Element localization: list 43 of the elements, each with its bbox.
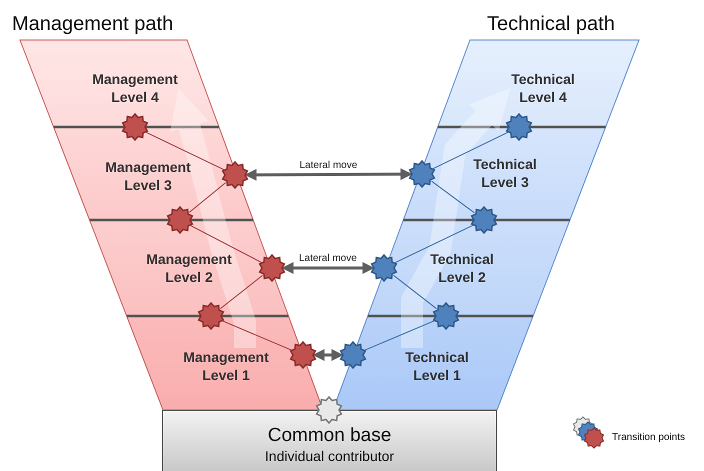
connector-line [222, 320, 292, 351]
level-label: Management Level 1 [182, 348, 270, 384]
transition-point-icon [121, 113, 149, 141]
connector-line [364, 320, 436, 351]
path-heading: Technical path [487, 12, 615, 36]
transition-point-icon [505, 113, 533, 141]
connector-line [188, 182, 226, 213]
lateral-arrow [244, 168, 412, 181]
edge-label: Lateral move [298, 160, 360, 172]
level-label: Management Level 3 [104, 158, 192, 194]
transition-point-icon [370, 254, 398, 282]
level-label: Management Level 2 [146, 250, 232, 286]
base-subtitle: Individual contributor [264, 448, 396, 465]
transition-point-icon [432, 302, 460, 330]
transition-point-icon [470, 206, 498, 234]
level-label: Technical Level 1 [404, 348, 470, 384]
block-arrow [170, 88, 256, 348]
transition-point-icon [166, 206, 194, 234]
connector-line [432, 132, 509, 170]
connector-line [431, 180, 475, 214]
lateral-arrow [282, 262, 374, 274]
transition-point-icon [408, 160, 436, 188]
base-title: Common base [266, 425, 392, 447]
level-label: Technical Level 2 [430, 250, 494, 286]
transition-point-icon [258, 254, 286, 282]
connector-line [145, 132, 225, 170]
transition-point-icon [315, 396, 343, 424]
connector-line [190, 225, 262, 263]
connector-line [394, 224, 474, 264]
connector-line [220, 274, 264, 310]
path-heading: Management path [12, 12, 174, 36]
transition-point-icon [221, 161, 249, 189]
lateral-arrow [312, 349, 344, 361]
transition-point-icon [197, 302, 225, 330]
base-box [162, 410, 497, 471]
level-label: Technical Level 4 [510, 70, 576, 106]
transition-point-icon [339, 341, 367, 369]
legend-label: Transition points [612, 432, 685, 443]
transition-point-icon [289, 341, 317, 369]
level-label: Technical Level 3 [472, 155, 538, 191]
connector-line [393, 274, 437, 310]
block-arrow [401, 88, 510, 348]
level-label: Management Level 4 [92, 70, 178, 106]
